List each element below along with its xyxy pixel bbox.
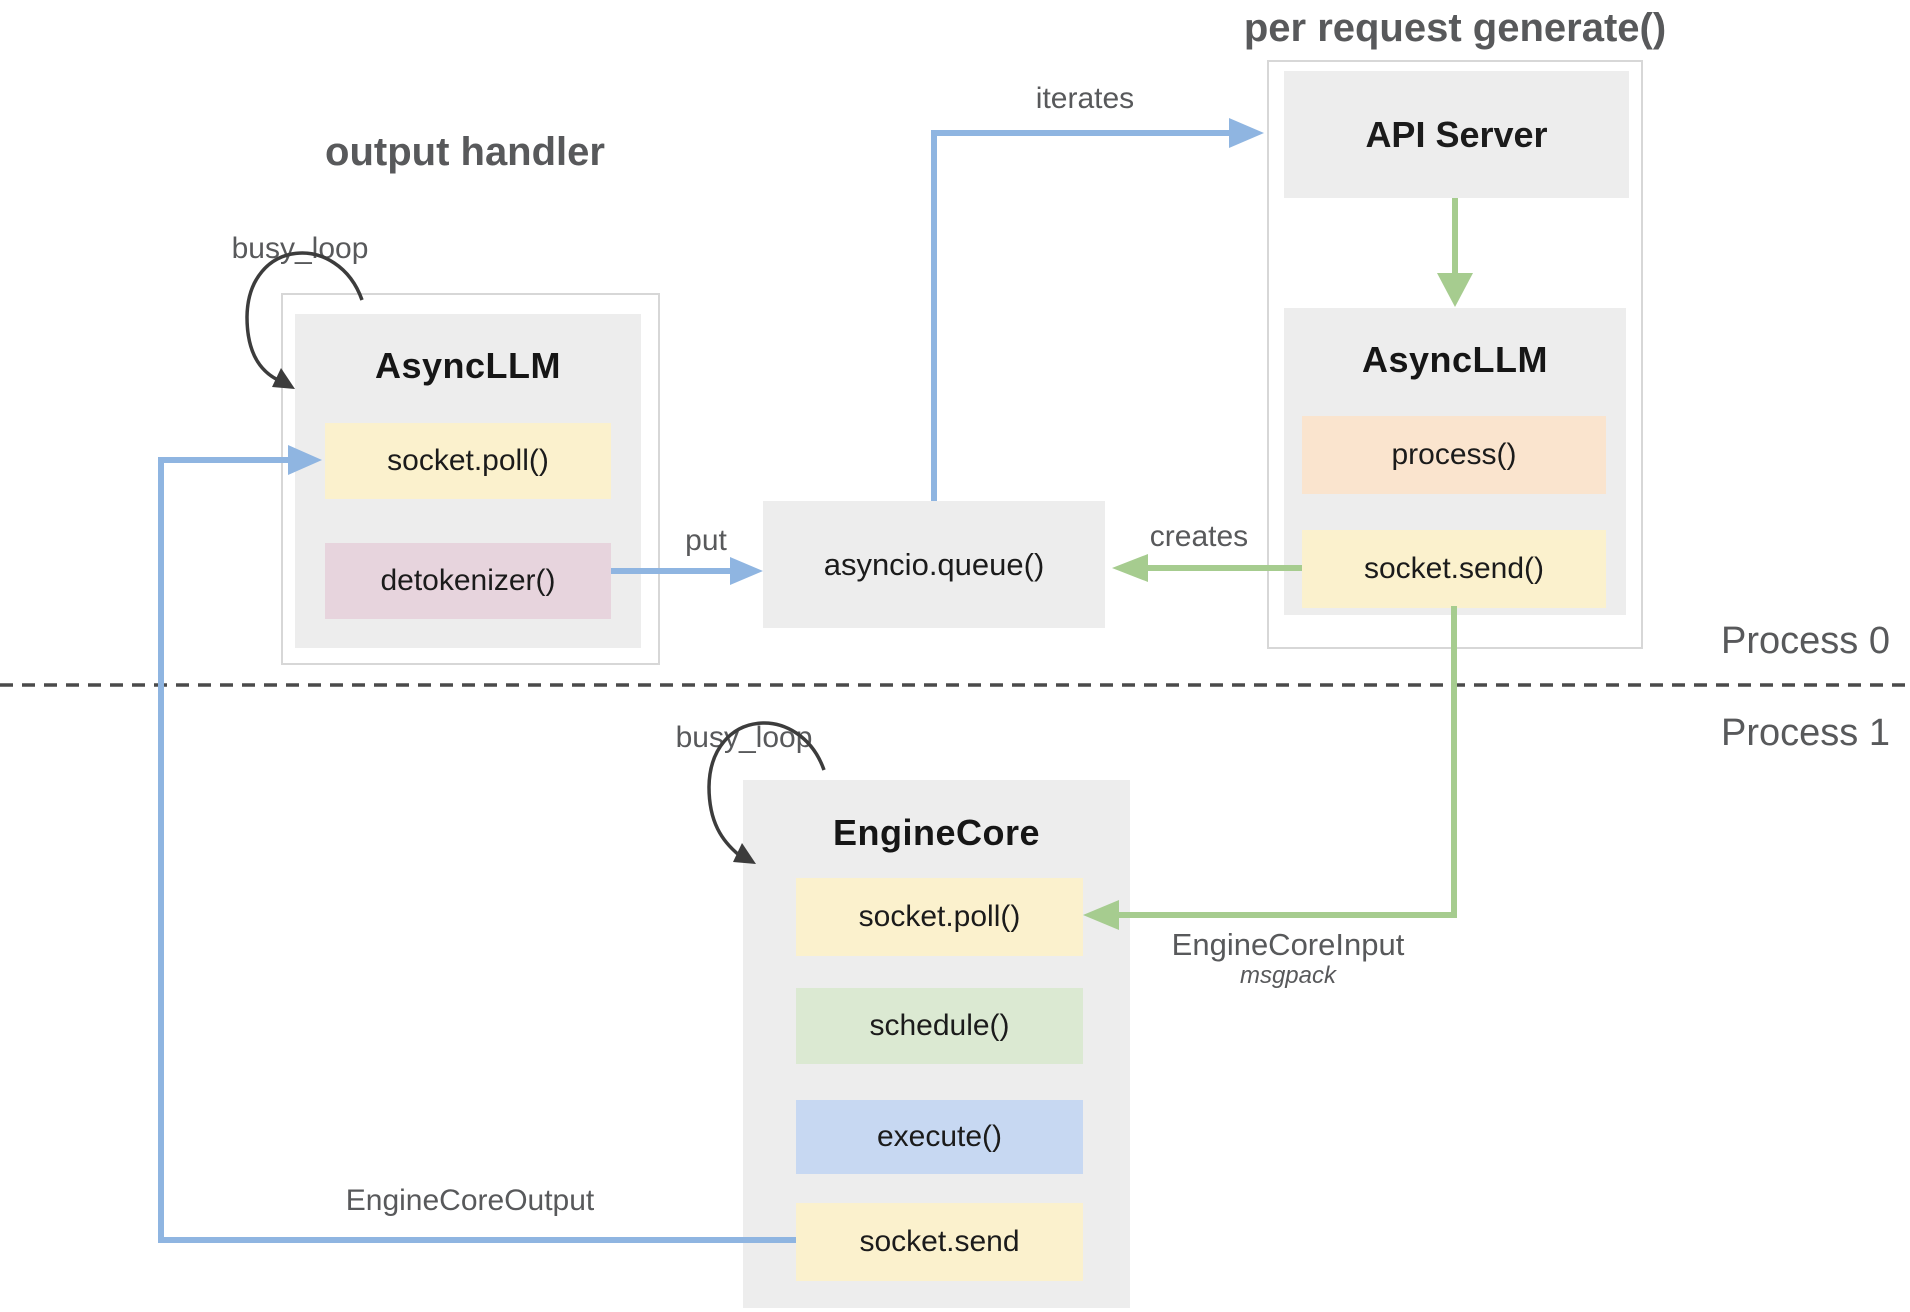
creates-arrow-head <box>1112 554 1148 582</box>
iterates-arrow-line <box>931 130 1230 501</box>
busy-loop-label-right: busy_loop <box>675 721 813 754</box>
asyncio-queue-box: asyncio.queue() <box>763 501 1105 628</box>
creates-label: creates <box>1149 520 1249 553</box>
busy-loop-label-left: busy_loop <box>231 232 369 265</box>
asyncllm-right-title: AsyncLLM <box>1361 339 1549 380</box>
asyncllm-left-detokenizer-chip: detokenizer() <box>325 543 611 619</box>
asyncllm-right-process-chip: process() <box>1302 416 1606 494</box>
api-server-box: API Server <box>1284 71 1629 198</box>
engine-core-output-label: EngineCoreOutput <box>345 1184 595 1217</box>
iterates-label: iterates <box>1035 82 1135 115</box>
engine-core-socket-poll-chip: socket.poll() <box>796 878 1083 956</box>
engine-core-title: EngineCore <box>832 812 1041 853</box>
iterates-arrow-head <box>1229 118 1264 148</box>
engine-core-execute-chip: execute() <box>796 1100 1083 1174</box>
process-0-label: Process 0 <box>1721 620 1890 662</box>
output-handler-title: output handler <box>325 130 605 174</box>
put-label: put <box>685 524 727 557</box>
engine-core-socket-send-chip: socket.send <box>796 1203 1083 1281</box>
engine-core-schedule-chip: schedule() <box>796 988 1083 1064</box>
asyncllm-left-socket-poll-chip: socket.poll() <box>325 423 611 499</box>
engine-core-input-arrow-line <box>1117 606 1457 918</box>
asyncllm-right-socket-send-chip: socket.send() <box>1302 530 1606 608</box>
engine-core-input-label: EngineCoreInput <box>1171 927 1405 962</box>
put-arrow-head <box>730 557 763 585</box>
process-1-label: Process 1 <box>1721 712 1890 754</box>
per-request-generate-title: per request generate() <box>1243 6 1667 50</box>
msgpack-label: msgpack <box>1239 962 1337 989</box>
asyncllm-left-title: AsyncLLM <box>374 345 562 386</box>
